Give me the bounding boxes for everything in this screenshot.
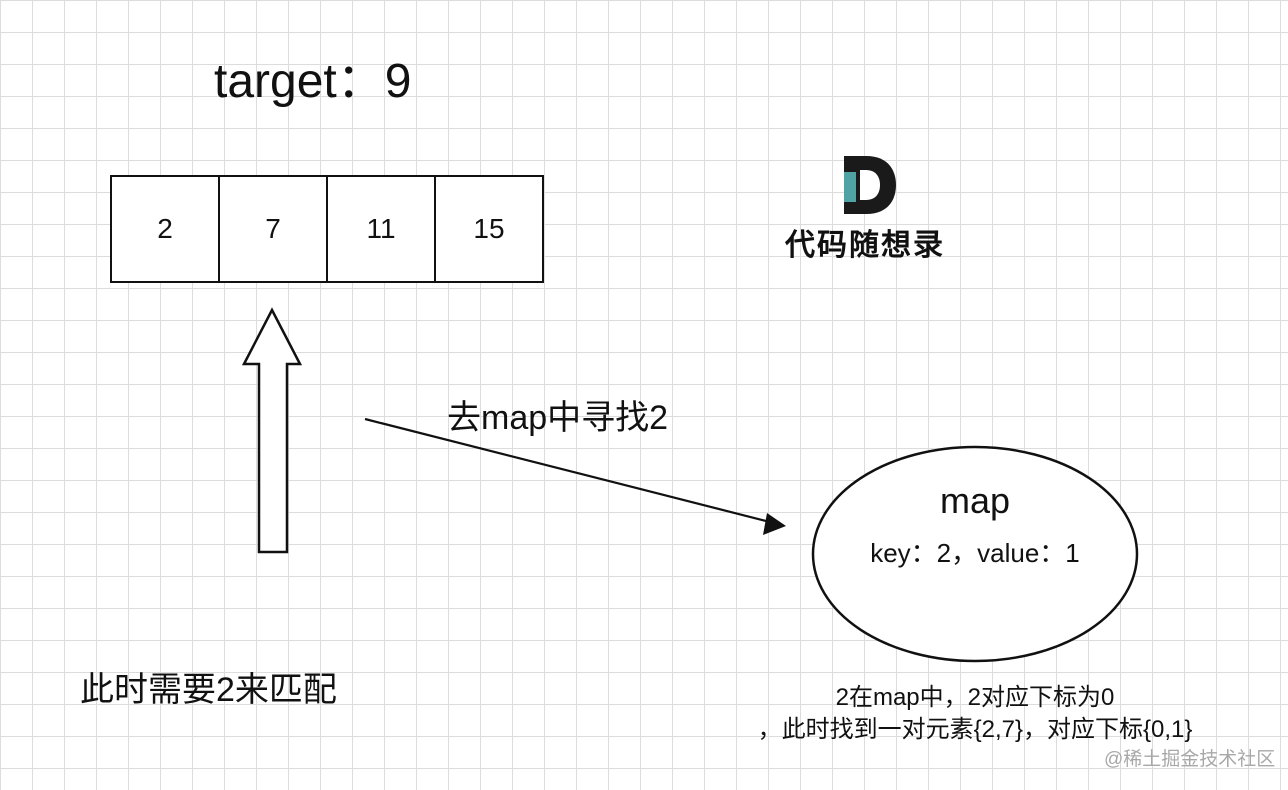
array-cell: 2 bbox=[112, 177, 220, 281]
lookup-arrow-line bbox=[364, 417, 771, 524]
map-title: map bbox=[939, 480, 1011, 521]
logo-text: 代码随想录 bbox=[785, 228, 945, 263]
result-text-line-1: 2在map中，2对应下标为0 bbox=[835, 684, 1115, 711]
array-cell: 7 bbox=[220, 177, 328, 281]
result-text-line-2: ，此时找到一对元素{2,7}，对应下标{0,1} bbox=[757, 716, 1193, 743]
target-label: target：9 bbox=[214, 55, 412, 108]
array-cell: 11 bbox=[328, 177, 436, 281]
number-array: 2 7 11 15 bbox=[110, 175, 544, 283]
lookup-arrow-head bbox=[763, 513, 786, 535]
watermark: @稀土掘金技术社区 bbox=[1104, 749, 1276, 770]
lookup-label: 去map中寻找2 bbox=[447, 399, 669, 437]
map-ellipse bbox=[811, 445, 1139, 663]
map-entry: key：2，value：1 bbox=[870, 538, 1080, 568]
need-match-label: 此时需要2来匹配 bbox=[80, 671, 337, 709]
logo-d-icon bbox=[844, 156, 896, 214]
logo: 代码随想录 bbox=[770, 152, 960, 263]
pointer-up-arrow bbox=[241, 307, 303, 554]
array-cell: 15 bbox=[473, 213, 505, 244]
